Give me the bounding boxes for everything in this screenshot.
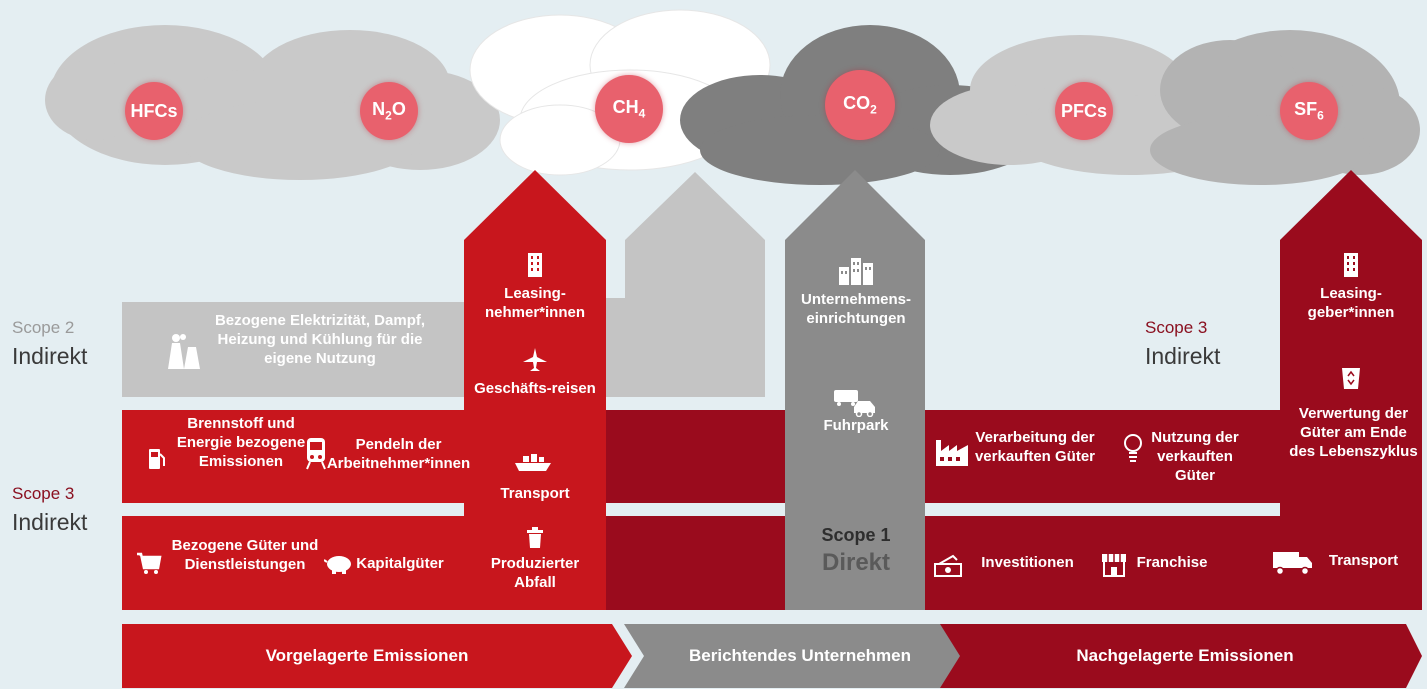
scope3-right-sub: Indirekt	[1145, 343, 1221, 369]
building-icon-right	[1344, 253, 1358, 277]
item-franchise: Franchise	[1136, 554, 1208, 571]
gas-pfcs: PFCs	[1055, 82, 1113, 140]
company-buildings-icon	[839, 258, 873, 285]
bar-upstream-label: Vorgelagerte Emissionen	[265, 646, 469, 666]
item-leasinggeber: Leasing-geber*innen	[1307, 285, 1395, 321]
scope3-left-title: Scope 3	[12, 484, 75, 503]
item-leasingnehmer: Leasing-nehmer*innen	[484, 285, 586, 321]
building-icon	[528, 253, 542, 277]
item-brennstoff: Brennstoff und Energie bezogene Emission…	[176, 415, 306, 470]
item-gueter: Bezogene Güter und Dienstleistungen	[171, 537, 319, 573]
scope2-sub: Indirekt	[12, 343, 88, 369]
trash-icon	[527, 527, 543, 548]
item-transport-up: Transport	[500, 485, 570, 502]
fuel-pump-icon	[149, 449, 165, 469]
bar-reporting-label: Berichtendes Unternehmen	[689, 646, 911, 666]
item-transport-down: Transport	[1328, 552, 1399, 569]
shopping-cart-icon	[137, 552, 162, 574]
gas-sf6-label: SF6	[1294, 99, 1324, 123]
item-einrichtungen: Unternehmens-einrichtungen	[800, 291, 912, 327]
cloud-left	[45, 25, 500, 180]
upstream-arrow	[464, 170, 606, 610]
gas-ch4-label: CH4	[612, 97, 646, 121]
recycle-bin-icon	[1342, 368, 1360, 389]
bar-upstream	[122, 624, 632, 688]
lightbulb-icon	[1124, 434, 1142, 462]
scope1-sub: Direkt	[821, 549, 891, 576]
scope2-title: Scope 2	[12, 318, 75, 337]
item-verwertung: Verwertung der Güter am Ende des Lebensz…	[1289, 405, 1418, 460]
item-abfall: Produzierter Abfall	[490, 555, 580, 591]
investment-icon	[934, 554, 962, 577]
item-nutzung: Nutzung der verkauften Güter	[1151, 429, 1239, 484]
airplane-icon	[523, 348, 547, 371]
item-investitionen: Investitionen	[981, 554, 1074, 571]
truck-icon	[1273, 552, 1312, 576]
connector-upper-left	[605, 410, 785, 503]
scope1-title: Scope 1	[821, 525, 891, 545]
item-fuhrpark: Fuhrpark	[823, 417, 889, 434]
train-icon	[306, 438, 326, 470]
scope3-left-sub: Indirekt	[12, 509, 88, 535]
bar-downstream	[940, 624, 1422, 688]
downstream-row-2	[925, 516, 1280, 610]
gas-co2: CO2	[825, 70, 895, 140]
gas-co2-label: CO2	[843, 93, 877, 117]
connector-lower-left	[605, 516, 785, 610]
gas-hfcs: HFCs	[125, 82, 183, 140]
gas-ch4: CH4	[595, 75, 663, 143]
bar-reporting	[624, 624, 968, 688]
scope3-right-title: Scope 3	[1145, 318, 1208, 337]
power-plant-icon	[168, 334, 200, 369]
item-kapital: Kapitalgüter	[356, 555, 444, 572]
gas-sf6: SF6	[1280, 82, 1338, 140]
bar-downstream-label: Nachgelagerte Emissionen	[1076, 646, 1294, 666]
downstream-arrow	[1280, 170, 1422, 610]
ship-icon	[515, 454, 551, 471]
item-pendeln: Pendeln der Arbeitnehmer*innen	[326, 436, 471, 472]
item-reisen: Geschäfts-reisen	[474, 380, 596, 397]
store-icon	[1102, 554, 1126, 577]
gas-n2o-label: N2O	[372, 99, 406, 123]
gas-n2o: N2O	[360, 82, 418, 140]
fleet-icon	[834, 390, 875, 417]
item-strom: Bezogene Elektrizität, Dampf, Heizung un…	[214, 312, 426, 367]
piggy-bank-icon	[324, 556, 351, 574]
downstream-row-1	[925, 410, 1280, 503]
item-verarbeitung: Verarbeitung der verkauften Güter	[974, 429, 1096, 465]
factory-icon	[936, 440, 968, 466]
